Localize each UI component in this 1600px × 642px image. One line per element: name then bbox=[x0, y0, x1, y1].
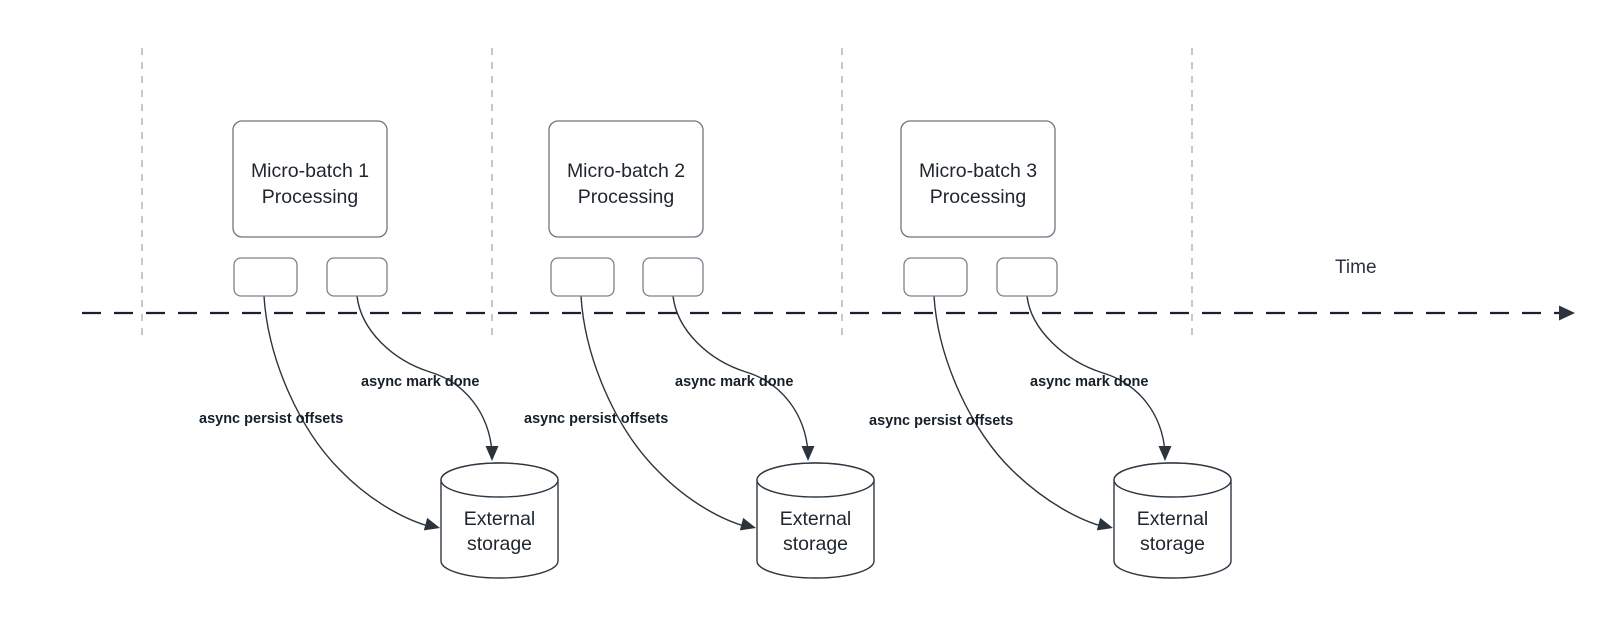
flow-edges bbox=[263, 295, 1172, 531]
timeline-axis bbox=[82, 305, 1575, 321]
edge-persist-offsets-3-arrow-icon bbox=[1096, 517, 1113, 531]
edge-persist-offsets-3-path bbox=[933, 295, 1106, 528]
micro-batch-1-storage-label-line1: External bbox=[464, 508, 536, 530]
micro-batch-1-label-line1: Micro-batch 1 bbox=[251, 160, 369, 182]
micro-batch-2-label-line1: Micro-batch 2 bbox=[567, 160, 685, 182]
edge-mark-done-2-arrow-icon bbox=[801, 446, 815, 461]
micro-batch-1-storage-label-line2: storage bbox=[467, 533, 532, 555]
diagram-nodes bbox=[232, 120, 1232, 579]
micro-batch-2-label-line2: Processing bbox=[578, 186, 674, 208]
edge-mark-done-2-label: async mark done bbox=[675, 374, 793, 390]
edge-mark-done-2-path bbox=[672, 295, 809, 453]
micro-batch-3-label-line2: Processing bbox=[930, 186, 1026, 208]
micro-batch-1-storage-cylinder-top bbox=[440, 462, 559, 498]
edge-persist-offsets-3-label: async persist offsets bbox=[869, 413, 1013, 429]
task-persist-3-box[interactable] bbox=[903, 257, 968, 297]
edge-mark-done-1-arrow-icon bbox=[485, 446, 499, 461]
edge-persist-offsets-2-label: async persist offsets bbox=[524, 411, 668, 427]
task-markdone-1-box[interactable] bbox=[326, 257, 388, 297]
edge-mark-done-3-path bbox=[1026, 295, 1166, 453]
edge-persist-offsets-1-arrow-icon bbox=[423, 517, 440, 531]
micro-batch-3-box[interactable] bbox=[900, 120, 1056, 238]
micro-batch-3-storage-label-line1: External bbox=[1137, 508, 1209, 530]
task-persist-2-box[interactable] bbox=[550, 257, 615, 297]
micro-batch-2-box[interactable] bbox=[548, 120, 704, 238]
micro-batch-2-storage-label-line1: External bbox=[780, 508, 852, 530]
timeline-arrow-icon bbox=[1559, 305, 1575, 321]
micro-batch-3-label-line1: Micro-batch 3 bbox=[919, 160, 1037, 182]
edge-persist-offsets-1-label: async persist offsets bbox=[199, 411, 343, 427]
micro-batch-2-storage-cylinder-top bbox=[756, 462, 875, 498]
micro-batch-3-storage-label-line2: storage bbox=[1140, 533, 1205, 555]
edge-mark-done-3-label: async mark done bbox=[1030, 374, 1148, 390]
edge-persist-offsets-2-path bbox=[580, 295, 749, 528]
task-markdone-2-box[interactable] bbox=[642, 257, 704, 297]
task-persist-1-box[interactable] bbox=[233, 257, 298, 297]
micro-batch-3-storage-cylinder-top bbox=[1113, 462, 1232, 498]
edge-mark-done-1-path bbox=[356, 295, 493, 453]
timeline-tick-lines bbox=[141, 48, 1193, 341]
micro-batch-1-label-line2: Processing bbox=[262, 186, 358, 208]
edge-persist-offsets-1-path bbox=[263, 295, 433, 528]
timeline-label: Time bbox=[1335, 257, 1377, 278]
micro-batch-1-box[interactable] bbox=[232, 120, 388, 238]
micro-batch-2-storage-label-line2: storage bbox=[783, 533, 848, 555]
edge-mark-done-3-arrow-icon bbox=[1158, 446, 1172, 461]
edge-mark-done-1-label: async mark done bbox=[361, 374, 479, 390]
task-markdone-3-box[interactable] bbox=[996, 257, 1058, 297]
edge-persist-offsets-2-arrow-icon bbox=[739, 517, 756, 531]
